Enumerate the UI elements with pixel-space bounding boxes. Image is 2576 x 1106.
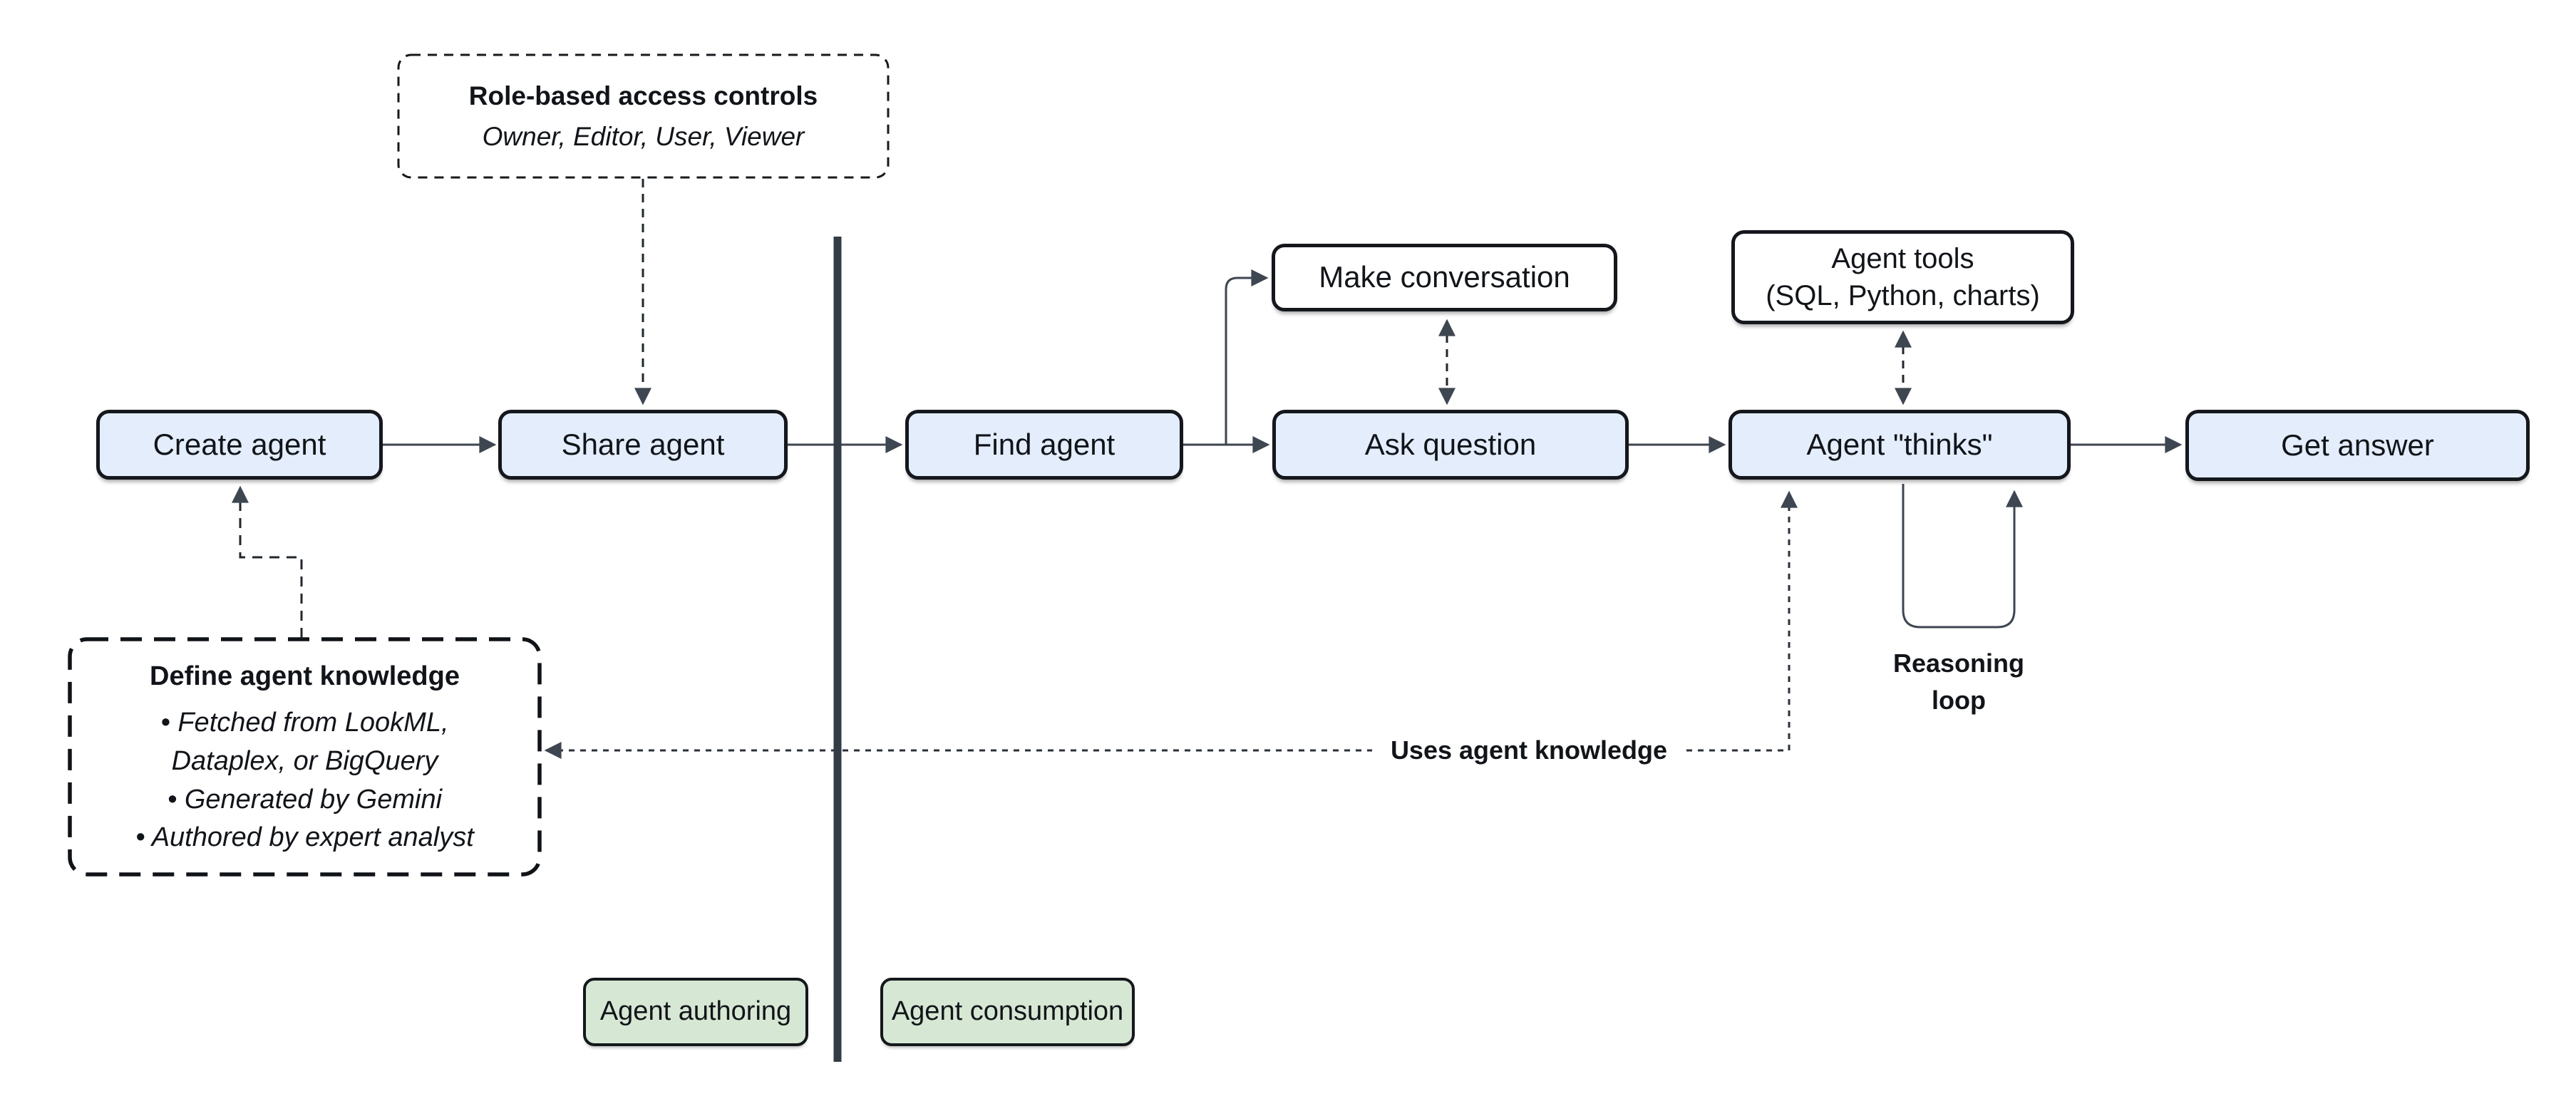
role-access-box-border [397, 53, 890, 179]
role-access-box: Role-based access controls Owner, Editor… [398, 55, 888, 177]
node-find-agent-label: Find agent [973, 427, 1116, 461]
zone-label-agent-authoring-text: Agent authoring [599, 996, 792, 1027]
node-share-agent: Share agent [498, 410, 788, 480]
edge-uses-agent-knowledge-dashed [544, 490, 1798, 759]
node-ask-question: Ask question [1272, 410, 1629, 480]
edge-knowledge-to-create-dashed [232, 485, 303, 638]
edge-find-to-make-conversation [1225, 269, 1269, 445]
node-agent-tools: Agent tools (SQL, Python, charts) [1731, 230, 2074, 324]
edge-reasoning-loop [1902, 484, 2023, 629]
node-agent-thinks: Agent "thinks" [1729, 410, 2071, 480]
node-agent-tools-line2: (SQL, Python, charts) [1766, 280, 2040, 311]
define-knowledge-title: Define agent knowledge [150, 661, 460, 691]
node-make-conversation: Make conversation [1272, 244, 1617, 311]
node-create-agent-label: Create agent [153, 427, 326, 461]
define-knowledge-box-border [68, 637, 542, 877]
define-knowledge-bullet-1: • Fetched from LookML, Dataplex, or BigQ… [160, 707, 449, 776]
node-agent-tools-line1: Agent tools [1831, 243, 1974, 274]
uses-agent-knowledge-label: Uses agent knowledge [1372, 731, 1686, 770]
define-knowledge-bullet-3: • Authored by expert analyst [135, 822, 474, 853]
reasoning-loop-label: Reasoning loop [1866, 643, 2051, 721]
zone-label-agent-consumption: Agent consumption [880, 978, 1135, 1046]
zone-label-agent-authoring: Agent authoring [583, 978, 808, 1046]
node-make-conversation-label: Make conversation [1319, 260, 1570, 294]
node-get-answer: Get answer [2185, 410, 2530, 481]
node-create-agent: Create agent [96, 410, 383, 480]
define-knowledge-box: Define agent knowledge • Fetched from Lo… [70, 639, 540, 874]
role-access-subtitle: Owner, Editor, User, Viewer [482, 122, 805, 151]
zone-label-agent-consumption-text: Agent consumption [891, 996, 1124, 1027]
node-share-agent-label: Share agent [561, 427, 725, 461]
node-get-answer-label: Get answer [2281, 428, 2434, 462]
role-access-title: Role-based access controls [468, 81, 818, 110]
define-knowledge-bullet-2: • Generated by Gemini [167, 784, 443, 815]
node-agent-thinks-label: Agent "thinks" [1806, 427, 1993, 461]
node-find-agent: Find agent [905, 410, 1183, 480]
node-ask-question-label: Ask question [1364, 427, 1537, 461]
